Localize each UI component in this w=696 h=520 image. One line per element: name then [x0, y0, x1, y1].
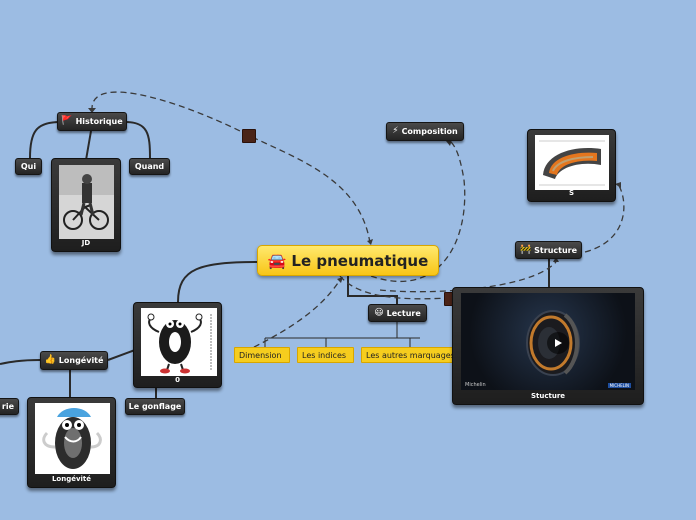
- central-title: Le pneumatique: [291, 251, 429, 270]
- topic-lecture-label: Lecture: [386, 308, 421, 318]
- tire-mascot: [141, 308, 217, 376]
- subtopic-autres-marquages[interactable]: Les autres marquages: [361, 347, 459, 363]
- play-button[interactable]: [547, 332, 569, 354]
- cyclist-photo: [59, 165, 114, 239]
- card-caption: JD: [81, 239, 91, 247]
- smiley-icon: 😃: [374, 307, 384, 318]
- topic-quand[interactable]: Quand: [129, 158, 170, 175]
- card-caption: Longévité: [51, 475, 92, 483]
- subtopic-marquages-label: Les autres marquages: [366, 350, 455, 360]
- subtopic-dimension[interactable]: Dimension: [234, 347, 290, 363]
- topic-composition-label: Composition: [401, 127, 458, 136]
- topic-historique[interactable]: 🚩 Historique: [57, 112, 127, 131]
- brand-left: Michelin: [465, 382, 486, 388]
- topic-gonflage[interactable]: Le gonflage: [125, 398, 185, 415]
- image-card-longevite[interactable]: Longévité: [27, 397, 116, 488]
- topic-truncated-left[interactable]: rie: [0, 398, 19, 415]
- tire-section-icon: [535, 135, 609, 190]
- topic-truncated-left-label: rie: [1, 402, 14, 411]
- card-caption: 0: [175, 376, 180, 384]
- subtopic-dimension-label: Dimension: [239, 350, 282, 360]
- car-icon: 🚘: [267, 251, 287, 270]
- topic-quand-label: Quand: [134, 162, 165, 171]
- tire-mascot-blue-icon: [35, 403, 110, 474]
- topic-composition[interactable]: ⚡ Composition: [386, 122, 464, 141]
- central-topic[interactable]: 🚘 Le pneumatique: [257, 245, 439, 276]
- tire-mascot-blue: [35, 403, 110, 474]
- image-card-s[interactable]: S: [527, 129, 616, 202]
- lightning-icon: ⚡: [392, 126, 399, 136]
- tire-mascot-icon: [141, 308, 217, 376]
- topic-structure-label: Structure: [534, 245, 578, 255]
- card-caption: S: [568, 189, 575, 197]
- subtopic-indices-label: Les indices: [302, 350, 347, 360]
- topic-longevite[interactable]: 👍 Longévité: [40, 351, 108, 370]
- tire-video-frame: Michelin MICHELIN: [461, 293, 635, 390]
- cyclist-icon: [59, 165, 114, 239]
- play-icon: [555, 339, 562, 347]
- topic-longevite-label: Longévité: [58, 356, 104, 365]
- image-card-zero[interactable]: 0: [133, 302, 222, 388]
- flag-icon: 🚩: [61, 116, 73, 126]
- topic-lecture[interactable]: 😃 Lecture: [368, 304, 427, 322]
- topic-gonflage-label: Le gonflage: [128, 402, 182, 411]
- image-card-jd[interactable]: JD: [51, 158, 121, 252]
- card-caption: Stucture: [530, 392, 566, 400]
- topic-structure[interactable]: 🚧 Structure: [515, 241, 582, 259]
- subtopic-indices[interactable]: Les indices: [297, 347, 354, 363]
- roadblock-icon: 🚧: [519, 244, 532, 255]
- thumbs-up-icon: 👍: [44, 355, 56, 365]
- video-card-structure[interactable]: Michelin MICHELIN Stucture: [452, 287, 644, 405]
- link-marker[interactable]: [242, 129, 256, 143]
- topic-historique-label: Historique: [75, 117, 123, 126]
- topic-qui-label: Qui: [20, 162, 37, 171]
- tire-cross-section: [535, 135, 609, 190]
- brand-right: MICHELIN: [607, 383, 631, 388]
- topic-qui[interactable]: Qui: [15, 158, 42, 175]
